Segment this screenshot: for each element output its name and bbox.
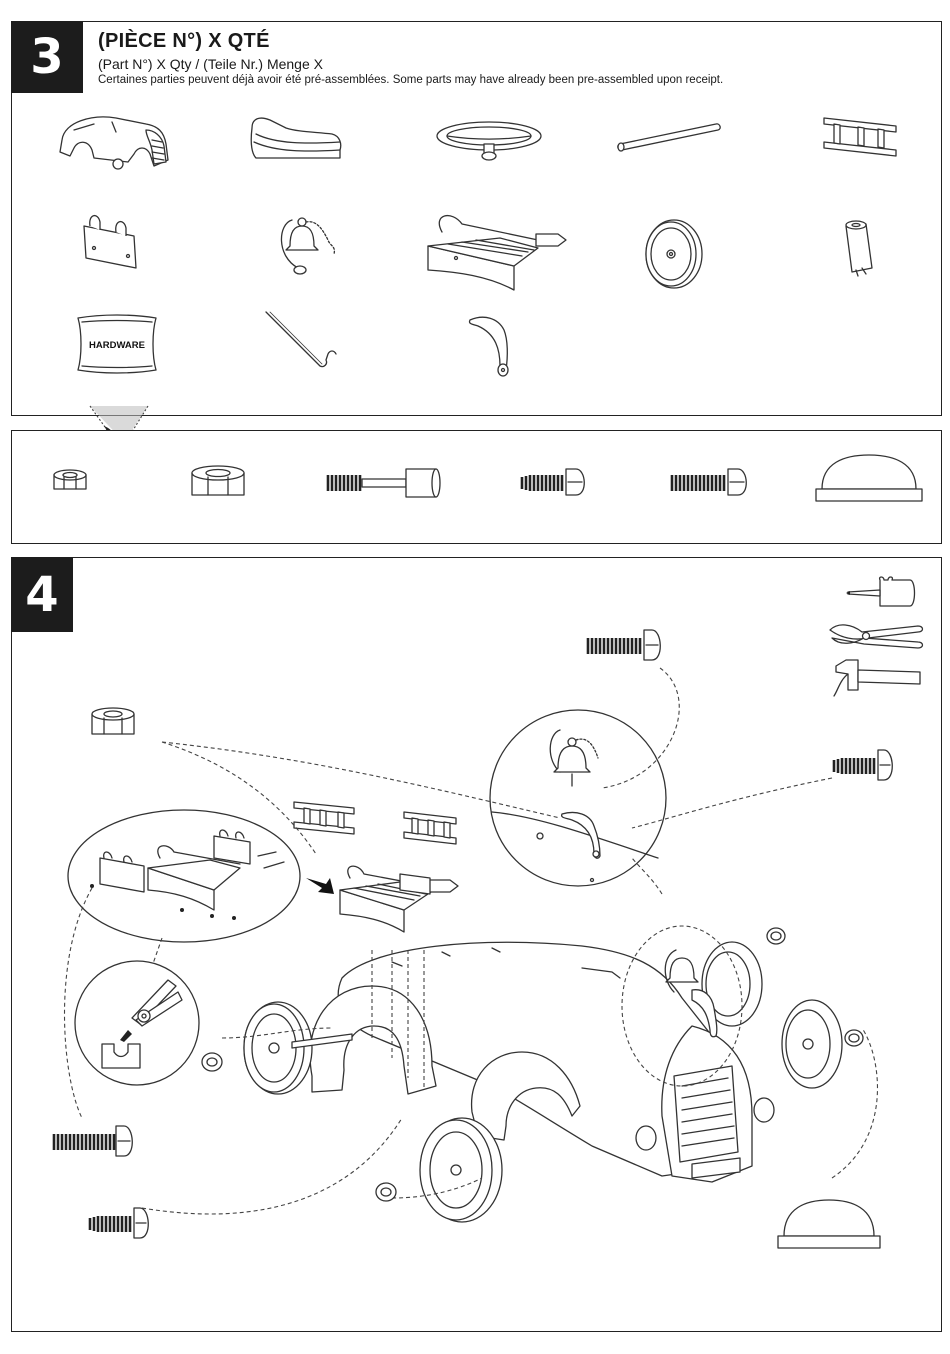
large-nut-icon (188, 463, 248, 499)
axle-cap-far-right-icon (842, 1026, 866, 1050)
bell-mount-icon (464, 314, 524, 384)
step3-number: 3 (11, 21, 83, 93)
step4-panel: 4 (11, 557, 942, 1332)
short-screw-icon (516, 465, 596, 499)
bolt-with-sleeve-icon (324, 465, 444, 501)
steering-wheel-icon (434, 118, 544, 178)
bell-icon (272, 206, 342, 276)
short-screw-bottom-icon (86, 1206, 156, 1240)
luggage-rack-icon (418, 210, 568, 290)
axle-cap-front-icon (374, 1180, 398, 1204)
step3-note: Certaines parties peuvent déjà avoir été… (98, 74, 723, 86)
axle-cap-right-icon (764, 924, 788, 948)
axle-rod-icon (616, 120, 726, 160)
hardware-bag-icon: HARDWARE (72, 312, 162, 376)
hub-cap-detail-icon (776, 1198, 882, 1252)
hook-bracket-icon (78, 208, 148, 273)
long-screw-bottom-icon (50, 1124, 140, 1158)
hardware-bag-label: HARDWARE (89, 340, 145, 351)
sleeve-icon (832, 218, 882, 278)
small-nut-icon (50, 467, 90, 493)
seat-icon (246, 114, 346, 169)
step3-subtitle: (Part N°) X Qty / (Teile Nr.) Menge X (98, 56, 323, 72)
bracket-ladder-icon (820, 114, 900, 164)
long-screw-icon (666, 465, 756, 499)
pliers-detail-callout (72, 958, 202, 1088)
axle-cap-left-icon (200, 1050, 224, 1074)
crank-rod-icon (262, 306, 342, 370)
step3-panel: 3 (PIÈCE N°) X QTÉ (Part N°) X Qty / (Te… (11, 21, 942, 416)
wheel-icon (636, 216, 706, 292)
step3-title: (PIÈCE N°) X QTÉ (98, 30, 270, 53)
car-body-icon (54, 110, 184, 180)
hub-cap-icon (814, 453, 924, 505)
hardware-panel (11, 430, 942, 544)
